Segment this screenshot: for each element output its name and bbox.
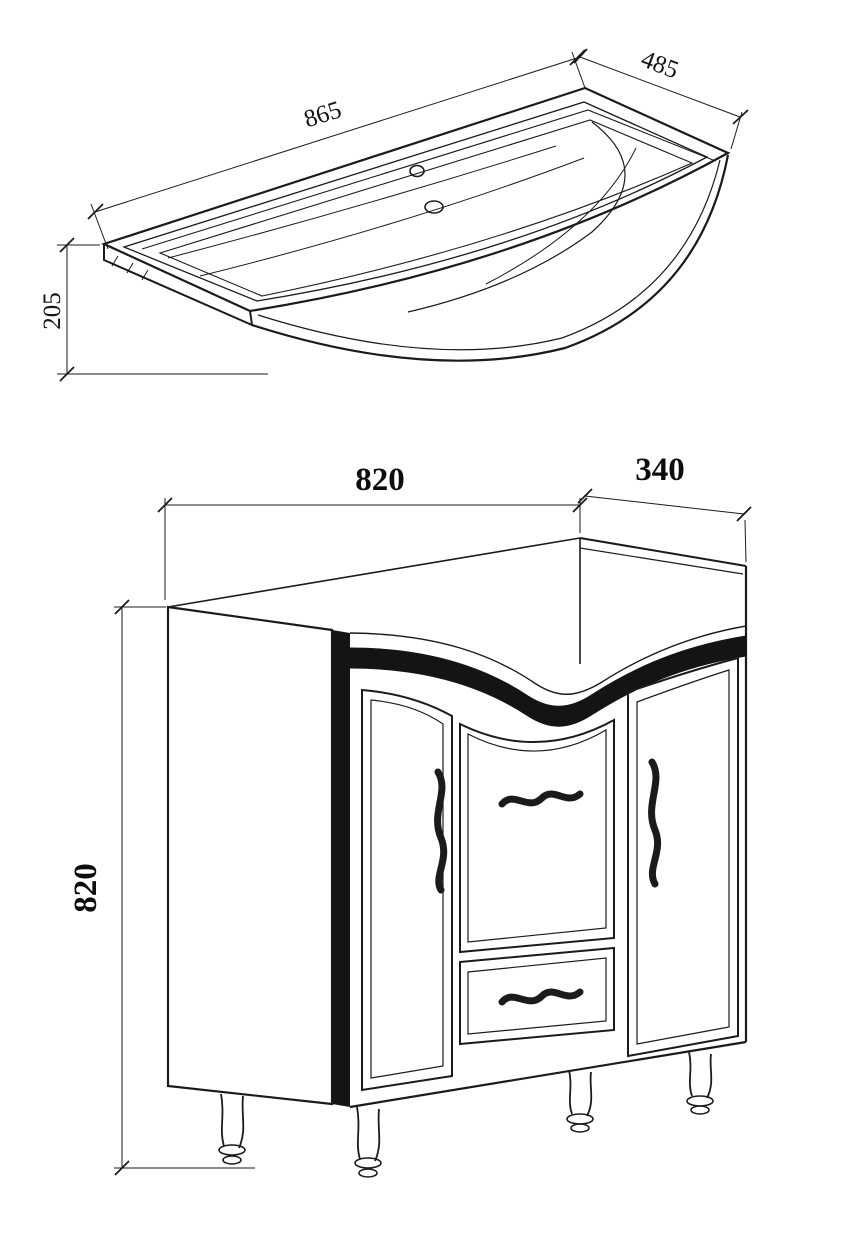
sink-width-label: 865 [301,96,345,133]
dim-tick [157,497,588,513]
cabinet-right-door-molding [636,669,730,1045]
cabinet-front-stile [332,630,350,1107]
sink-bowl-curve [407,121,626,313]
sink-drain-hole [424,200,444,214]
cabinet-back-rail-curve [349,625,747,695]
cabinet-dimensions: 820 340 820 [68,452,752,1176]
dim-line-sink-depth [579,56,741,118]
sink-basin-floor-line [199,157,585,277]
cabinet-drawing [166,537,748,1178]
cabinet-drawer-molding [467,957,607,1035]
cabinet-right-door-handle [648,758,662,888]
cabinet-leg-center [566,1069,594,1133]
sink-deck-line [141,109,714,250]
cabinet-bottom-edge [349,1040,747,1109]
sink-basin-opening [158,119,694,297]
sink-depth-label: 485 [637,46,682,85]
cabinet-leg-front-left [354,1106,382,1178]
sink-drawing [100,86,731,362]
sink-basin-floor-line [167,145,557,259]
cabinet-right-door [627,656,739,1058]
cabinet-drawer [459,946,615,1046]
sink-apron-edge [103,244,254,327]
dim-extension-line [90,51,586,250]
dim-tick [59,237,75,382]
sink-bowl-silhouette-inner [257,159,721,351]
cabinet-left-door-handle [434,768,448,894]
cabinet-leg-back-left [218,1093,246,1165]
cabinet-left-door-molding [370,699,444,1079]
sink-bowl-curve [485,147,637,285]
dim-line-sink-width [94,57,578,213]
dim-extension-line [744,519,747,563]
cabinet-width-label: 820 [355,462,405,498]
cabinet-center-panel-molding [467,728,607,943]
cabinet-height-label: 820 [68,863,104,913]
cabinet-depth-label: 340 [635,452,685,488]
dim-extension-line [114,606,255,1169]
cabinet-right-side-top [579,537,747,567]
sink-dimensions: 865 485 205 [39,46,749,382]
cabinet-leg-front-right [686,1051,714,1115]
dim-extension-line [57,244,268,375]
sink-rim-inner [122,101,709,302]
cabinet-center-panel [459,718,615,954]
sink-apron-hatch [111,255,149,281]
dim-line-cabinet-depth [584,495,745,515]
dim-tick [87,49,586,220]
dim-tick [114,599,130,1176]
cabinet-drawer-handle [498,988,584,1006]
cabinet-left-side-panel [166,605,334,1106]
dim-tick [573,48,749,125]
sink-rim-outline [100,86,731,313]
dim-tick [577,488,752,522]
sink-faucet-hole [409,164,425,178]
cabinet-right-side-top-inner [579,547,744,575]
sink-bowl-silhouette [251,154,730,362]
cabinet-center-handle [498,790,584,808]
cabinet-left-door [361,688,453,1092]
cabinet-back-top-edge [167,537,581,608]
cabinet-apron-band [349,635,747,727]
sink-height-label: 205 [39,292,66,330]
